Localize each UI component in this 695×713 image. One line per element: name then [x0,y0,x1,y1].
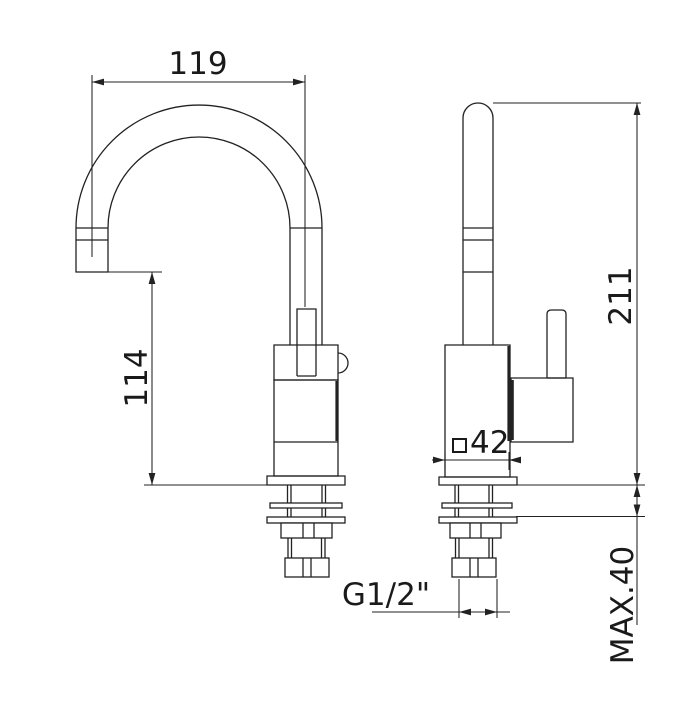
dim-211-arrow-top [633,103,641,115]
lock-nut-facets-side [469,523,482,538]
square-symbol-icon [452,438,467,453]
dim-114-arrow-top [148,272,156,284]
dim-211-label: 211 [603,266,639,325]
dim-max-thickness: MAX.40 [516,484,645,665]
hose-nut-side [451,557,497,578]
spout-outer-arc [75,104,323,229]
body-top-front [273,344,339,381]
dim-thread-arrow-left [459,608,471,616]
spout-joint-rings [463,227,493,273]
lock-nut-front [280,522,333,539]
spout-column-side [462,102,494,345]
threaded-tail-side [454,538,494,558]
dim-spout-reach: 119 [91,46,306,307]
dim-max40-arrow-down [633,504,641,517]
washer-lower-front [266,516,346,524]
lock-nut-facets-front [302,523,315,538]
dim-42-lines [432,452,520,470]
dim-body-square: 42 [432,425,521,470]
dim-211-lines [493,102,641,485]
dim-thread-label: G1/2" [342,577,430,613]
dim-119-arrow-left [92,78,104,86]
dim-211-arrow-bottom [633,473,641,485]
dim-max40-arrow-up [633,485,641,497]
dim-42-arrow-right [509,456,521,464]
hose-nut-front [284,557,330,578]
base-flange-side [438,476,518,486]
washer-upper-side [441,502,513,509]
dim-119-arrow-right [293,78,305,86]
dim-overall-height: 211 [493,102,641,485]
threaded-tail-front [287,538,326,558]
lock-nut-side [449,522,502,539]
dim-thread-arrow-right [485,608,497,616]
dim-114-arrow-bottom [148,473,156,485]
hose-nut-facets-side [469,558,479,577]
dim-114-lines [108,271,268,486]
dim-thread: G1/2" [342,577,510,618]
side-view [438,102,574,578]
dim-42-arrow-left [433,456,445,464]
handle-stem-front [296,308,317,377]
base-flange-front [266,475,346,486]
spout-inner-arc [107,136,291,229]
handle-base-box [510,377,574,443]
body-side-bump [337,352,349,374]
dim-119-lines [91,75,306,307]
hose-nut-facets-front [302,558,312,577]
front-view [75,104,349,578]
washer-lower-side [438,516,518,524]
dim-max40-label: MAX.40 [605,546,641,665]
handle-lever-side [546,309,567,379]
dim-119-label: 119 [168,46,227,82]
spout-downtube [289,227,323,345]
body-main-front [273,379,339,477]
dim-114-label: 114 [119,348,155,407]
dim-42-label: 42 [470,425,509,461]
washer-upper-front [269,502,343,509]
dim-outlet-height: 114 [108,271,268,486]
